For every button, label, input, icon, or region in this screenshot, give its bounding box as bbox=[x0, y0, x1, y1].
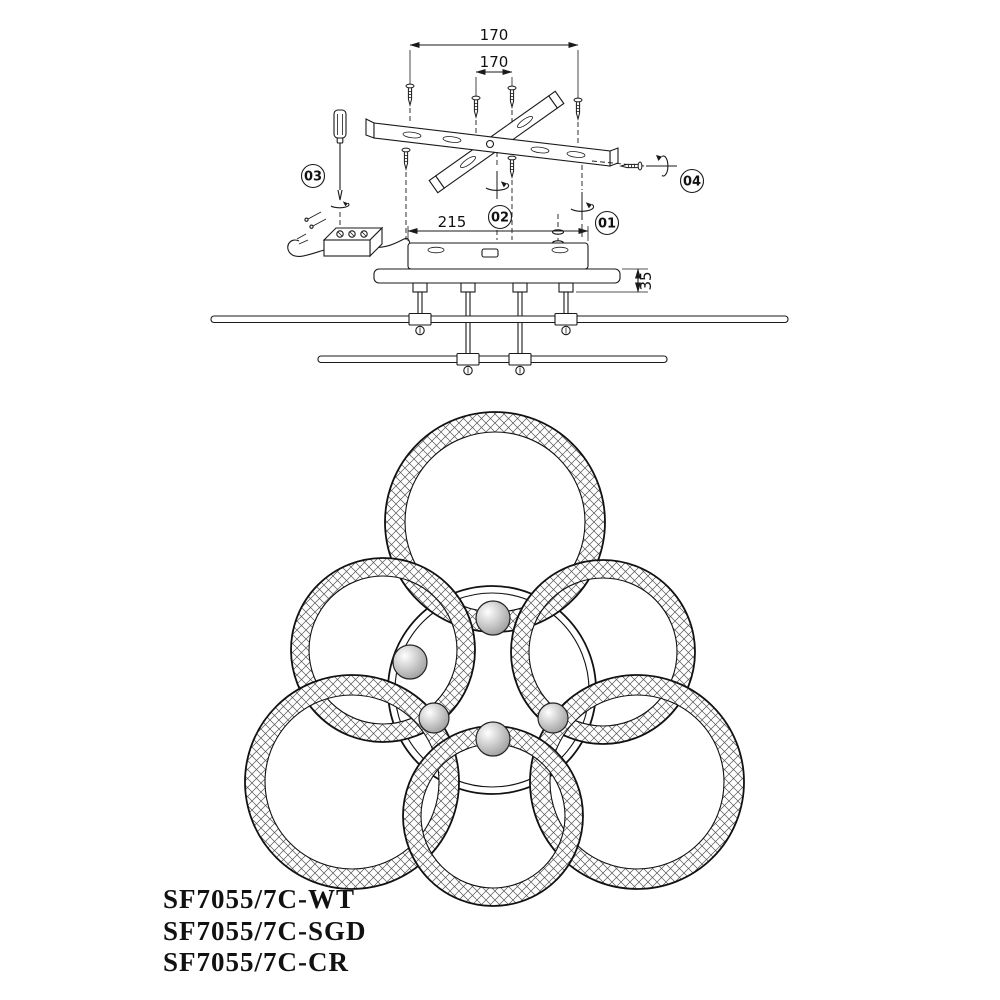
ring-mid-left bbox=[290, 557, 476, 743]
model-code: SF7055/7C-SGD bbox=[163, 916, 367, 946]
step-03-detail: 03 bbox=[300, 109, 350, 226]
model-code: SF7055/7C-WT bbox=[163, 884, 355, 914]
hook-detail bbox=[481, 248, 499, 258]
arm-post bbox=[517, 291, 523, 358]
screw-icon bbox=[405, 83, 415, 106]
arm-bracket bbox=[554, 312, 578, 326]
ring-mid-right bbox=[510, 559, 696, 745]
step-badge-02: 02 bbox=[487, 204, 513, 230]
dimension-bracket-inner-span: 170 bbox=[475, 53, 513, 96]
ring-edge-view-short bbox=[317, 355, 668, 364]
bracket-fixing-screws bbox=[401, 147, 583, 250]
dimension-label-170-inner: 170 bbox=[480, 53, 509, 71]
connector-ball bbox=[537, 702, 569, 734]
ring-bottom-right bbox=[529, 674, 745, 890]
connector-ball bbox=[392, 644, 428, 680]
screw-icon bbox=[507, 155, 517, 178]
arm-bracket bbox=[508, 352, 532, 366]
step-label-01: 01 bbox=[598, 217, 616, 232]
ring-top bbox=[384, 411, 606, 633]
step-label-04: 04 bbox=[683, 175, 701, 190]
screw-icon bbox=[573, 97, 583, 120]
ring-edge-view-long bbox=[210, 315, 789, 324]
connector-ball bbox=[475, 600, 511, 636]
mounting-slot bbox=[427, 246, 445, 254]
wire bbox=[369, 237, 411, 248]
dimension-canopy-height: 35 bbox=[576, 268, 655, 293]
screw-icon bbox=[471, 95, 481, 118]
dimension-bracket-span: 170 bbox=[409, 26, 579, 98]
screw-icon bbox=[401, 147, 411, 170]
step-badge-04: 04 bbox=[679, 168, 705, 194]
dimension-label-35: 35 bbox=[637, 271, 655, 290]
ring-bottom-left bbox=[244, 674, 460, 890]
model-codes: SF7055/7C-WT SF7055/7C-SGD SF7055/7C-CR bbox=[163, 884, 367, 977]
rotation-arrow-icon bbox=[330, 201, 350, 209]
step-label-02: 02 bbox=[491, 211, 509, 226]
screwdriver-icon bbox=[330, 109, 350, 209]
step-badge-03: 03 bbox=[300, 163, 326, 189]
rotation-arrow-icon bbox=[570, 191, 595, 221]
terminal-block-icon bbox=[287, 211, 411, 258]
ceiling-cover-plate bbox=[373, 268, 621, 284]
screw-icon bbox=[620, 161, 643, 171]
mounting-slot bbox=[551, 246, 569, 254]
step-04-detail: 04 bbox=[591, 155, 705, 194]
step-label-03: 03 bbox=[304, 170, 322, 185]
dimension-label-170-outer: 170 bbox=[480, 26, 509, 44]
arm-bracket bbox=[408, 312, 432, 326]
screw-icon bbox=[507, 85, 517, 108]
wire bbox=[287, 239, 325, 257]
rotation-arrow-icon bbox=[485, 170, 510, 200]
mounting-cross-bracket bbox=[365, 90, 619, 194]
model-code: SF7055/7C-CR bbox=[163, 947, 349, 977]
dimension-label-215: 215 bbox=[438, 213, 467, 231]
fixture-side-view bbox=[210, 291, 789, 376]
canopy-plate bbox=[373, 242, 621, 293]
step-badge-01: 01 bbox=[594, 210, 620, 236]
fixture-bottom-view bbox=[244, 411, 745, 907]
connector-ball bbox=[418, 702, 450, 734]
arm-post bbox=[465, 291, 471, 358]
connector-ball bbox=[475, 721, 511, 757]
dimension-canopy-width: 215 bbox=[407, 213, 589, 241]
arm-bracket bbox=[456, 352, 480, 366]
rotation-arrow-icon bbox=[646, 155, 677, 177]
